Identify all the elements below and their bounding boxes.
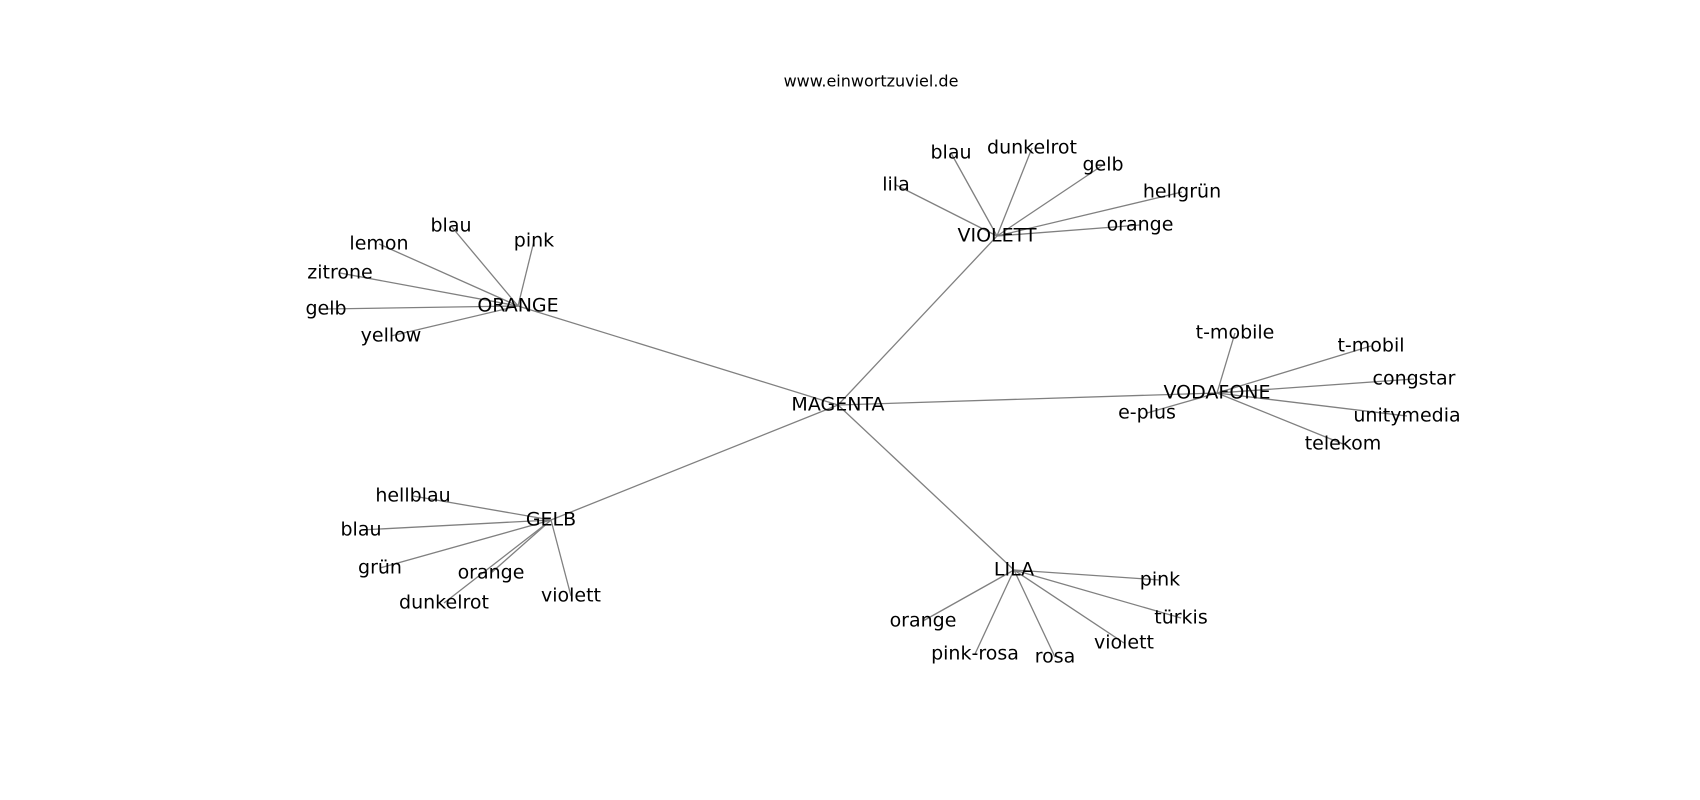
edge-gelb-orange	[490, 519, 552, 574]
leaf-node-lemon: lemon	[349, 233, 408, 255]
leaf-node-orange: orange	[1107, 214, 1174, 236]
leaf-node-pink: pink	[1140, 569, 1180, 591]
edge-violett-blau	[950, 152, 998, 237]
edge-lila-violett	[1013, 569, 1125, 644]
edge-vodafone-unitymedia	[1216, 392, 1408, 417]
leaf-node-hellgrün: hellgrün	[1143, 181, 1221, 203]
edge-orange-pink	[517, 240, 535, 307]
edge-lila-rosa	[1013, 569, 1056, 658]
edge-vodafone-congstar	[1216, 378, 1415, 394]
label-layer: MAGENTAORANGEblaupinklemonzitronegelbyel…	[305, 137, 1460, 668]
edge-root-violett	[837, 235, 998, 406]
leaf-node-lila: lila	[882, 174, 909, 196]
edge-lila-türkis	[1013, 569, 1182, 619]
edge-vodafone-e-plus	[1146, 392, 1218, 414]
leaf-node-blau: blau	[430, 215, 471, 237]
hub-node-vodafone: VODAFONE	[1163, 382, 1270, 404]
edge-root-gelb	[550, 404, 839, 521]
edge-violett-hellgrün	[996, 191, 1183, 237]
edge-vodafone-t-mobil	[1216, 345, 1372, 394]
leaf-node-zitrone: zitrone	[307, 262, 372, 284]
leaf-node-orange: orange	[458, 562, 525, 584]
edge-orange-yellow	[390, 305, 519, 337]
leaf-node-dunkelrot: dunkelrot	[399, 592, 489, 614]
edge-lila-orange	[922, 569, 1015, 622]
leaf-node-orange: orange	[890, 610, 957, 632]
edge-vodafone-telekom	[1216, 392, 1344, 445]
leaf-node-e-plus: e-plus	[1118, 402, 1176, 424]
edge-violett-orange	[996, 224, 1141, 237]
edge-root-vodafone	[837, 392, 1218, 406]
hub-node-orange: ORANGE	[477, 295, 558, 317]
edge-violett-gelb	[996, 164, 1104, 237]
edge-root-orange	[517, 305, 839, 406]
leaf-node-rosa: rosa	[1035, 646, 1076, 668]
leaf-node-grün: grün	[358, 557, 402, 579]
edge-gelb-blau	[360, 519, 552, 531]
edge-gelb-violett	[550, 519, 572, 597]
leaf-node-violett: violett	[541, 585, 601, 607]
edge-lila-pink-rosa	[974, 569, 1015, 655]
edge-vodafone-t-mobile	[1216, 332, 1236, 394]
edge-layer	[325, 147, 1415, 658]
leaf-node-yellow: yellow	[361, 325, 422, 347]
leaf-node-unitymedia: unitymedia	[1353, 405, 1460, 427]
leaf-node-türkis: türkis	[1154, 607, 1207, 629]
edge-orange-blau	[450, 225, 519, 307]
edge-orange-lemon	[378, 243, 519, 307]
leaf-node-pink-rosa: pink-rosa	[931, 643, 1019, 665]
leaf-node-t-mobil: t-mobil	[1337, 335, 1404, 357]
edge-gelb-grün	[379, 519, 552, 569]
site-url-label: www.einwortzuviel.de	[784, 72, 959, 91]
edge-orange-zitrone	[339, 272, 519, 307]
leaf-node-congstar: congstar	[1373, 368, 1456, 390]
leaf-node-violett: violett	[1094, 632, 1154, 654]
edge-root-lila	[837, 404, 1015, 571]
edge-gelb-dunkelrot	[443, 519, 552, 604]
leaf-node-t-mobile: t-mobile	[1196, 322, 1275, 344]
edge-orange-gelb	[325, 305, 519, 310]
leaf-node-dunkelrot: dunkelrot	[987, 137, 1077, 159]
root-node-label: MAGENTA	[791, 394, 884, 416]
leaf-node-blau: blau	[930, 142, 971, 164]
hub-node-gelb: GELB	[526, 509, 576, 531]
leaf-node-telekom: telekom	[1305, 433, 1382, 455]
hub-node-violett: VIOLETT	[957, 225, 1036, 247]
edge-lila-pink	[1013, 569, 1161, 581]
edge-gelb-hellblau	[412, 495, 552, 521]
hub-node-lila: LILA	[994, 559, 1034, 581]
leaf-node-gelb: gelb	[1082, 154, 1123, 176]
edge-violett-lila	[895, 184, 998, 237]
leaf-node-hellblau: hellblau	[375, 485, 450, 507]
leaf-node-blau: blau	[340, 519, 381, 541]
leaf-node-pink: pink	[514, 230, 554, 252]
edge-violett-dunkelrot	[996, 147, 1033, 237]
leaf-node-gelb: gelb	[305, 298, 346, 320]
